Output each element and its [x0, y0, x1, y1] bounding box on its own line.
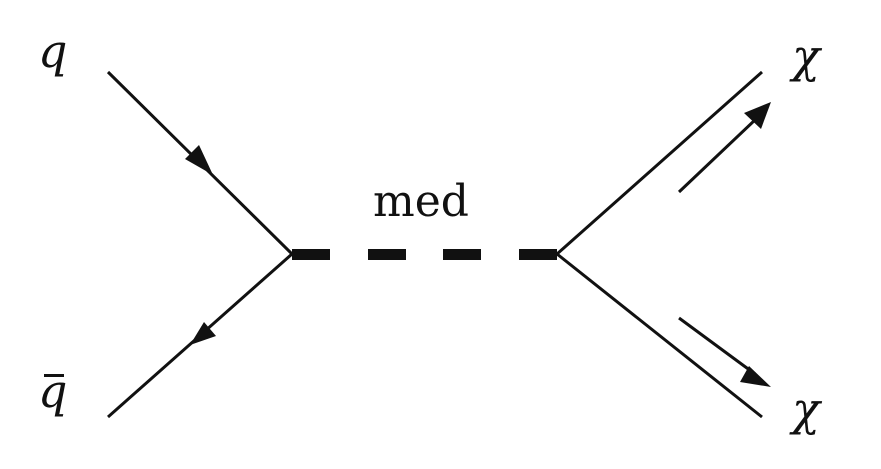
chi-top-momentum-arrow-icon — [744, 102, 771, 129]
chi-top-line — [556, 70, 763, 256]
quark-label: q — [38, 24, 68, 78]
mediator-dash-3 — [443, 249, 481, 260]
chi-bottom-label: χ — [792, 382, 820, 436]
quark-arrow-icon — [185, 145, 213, 175]
mediator-dash-4 — [519, 249, 557, 260]
antiquark-bar — [44, 374, 64, 377]
chi-bottom-momentum-line — [678, 316, 756, 376]
antiquark-label: q — [38, 368, 67, 414]
chi-top-label: χ — [792, 29, 820, 83]
chi-bottom-line — [556, 252, 763, 419]
antiquark-arrow-icon — [190, 322, 216, 345]
antiquark-label-text: q — [38, 364, 68, 418]
chi-top-momentum-line — [677, 117, 758, 194]
mediator-dash-2 — [368, 249, 406, 260]
mediator-dash-1 — [292, 249, 330, 260]
mediator-label: med — [373, 176, 469, 227]
chi-bottom-momentum-arrow-icon — [740, 366, 771, 387]
